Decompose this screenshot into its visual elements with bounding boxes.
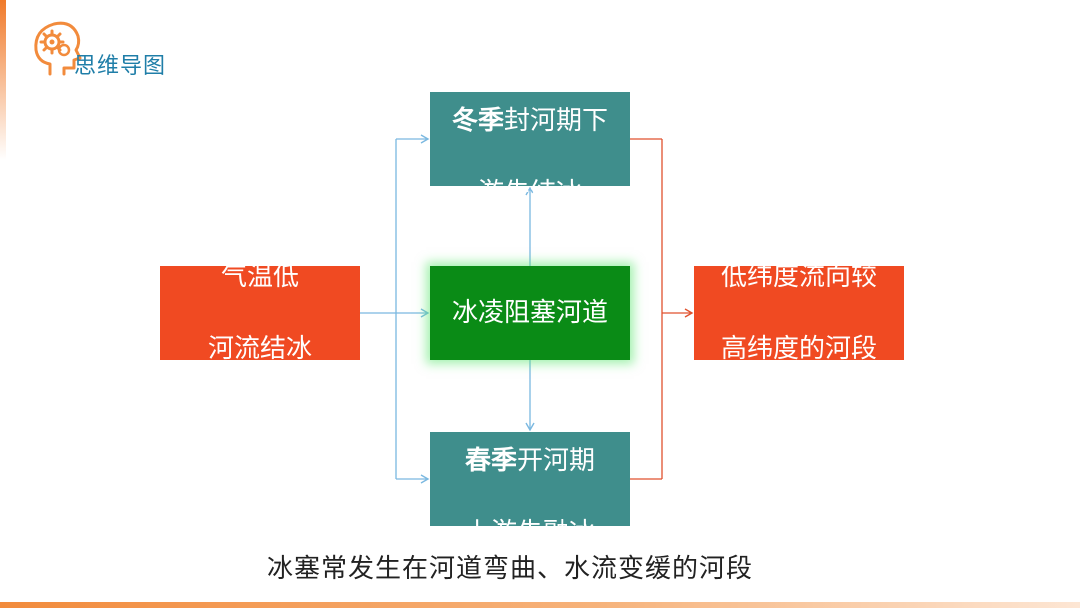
spring-line1: 开河期 (517, 446, 596, 476)
winter-box: 冬季封河期下 游先结冰 (430, 92, 630, 208)
blue-connectors (360, 134, 535, 484)
head-gear-icon (34, 21, 82, 76)
center-box: 冰凌阻塞河道 (430, 266, 630, 360)
result-line2: 高纬度的河段 (720, 334, 877, 364)
winter-line1: 封河期下 (504, 106, 609, 136)
cause-line2: 河流结冰 (207, 334, 312, 364)
cause-line1: 气温低 (220, 262, 299, 292)
result-line1: 低纬度流向较 (720, 262, 877, 292)
left-accent-bar (0, 0, 6, 160)
result-box: 低纬度流向较 高纬度的河段 (694, 262, 904, 364)
footnote-label: 冰塞常发生在河道弯曲、水流变缓的河段 (266, 554, 753, 584)
winter-line2: 游先结冰 (477, 178, 582, 208)
red-connectors (630, 138, 694, 480)
winter-season: 冬季 (451, 106, 504, 136)
center-label: 冰凌阻塞河道 (451, 298, 608, 328)
spring-box: 春季开河期 上游先融冰 (430, 432, 630, 548)
cause-box: 气温低 河流结冰 (160, 262, 360, 364)
spring-season: 春季 (464, 446, 517, 476)
bottom-accent-bar (0, 602, 1080, 608)
spring-line2: 上游先融冰 (464, 518, 595, 548)
footnote-text: 冰塞常发生在河道弯曲、水流变缓的河段 (0, 548, 1080, 585)
header: 思维导图 (20, 12, 220, 82)
header-title: 思维导图 (74, 54, 167, 79)
